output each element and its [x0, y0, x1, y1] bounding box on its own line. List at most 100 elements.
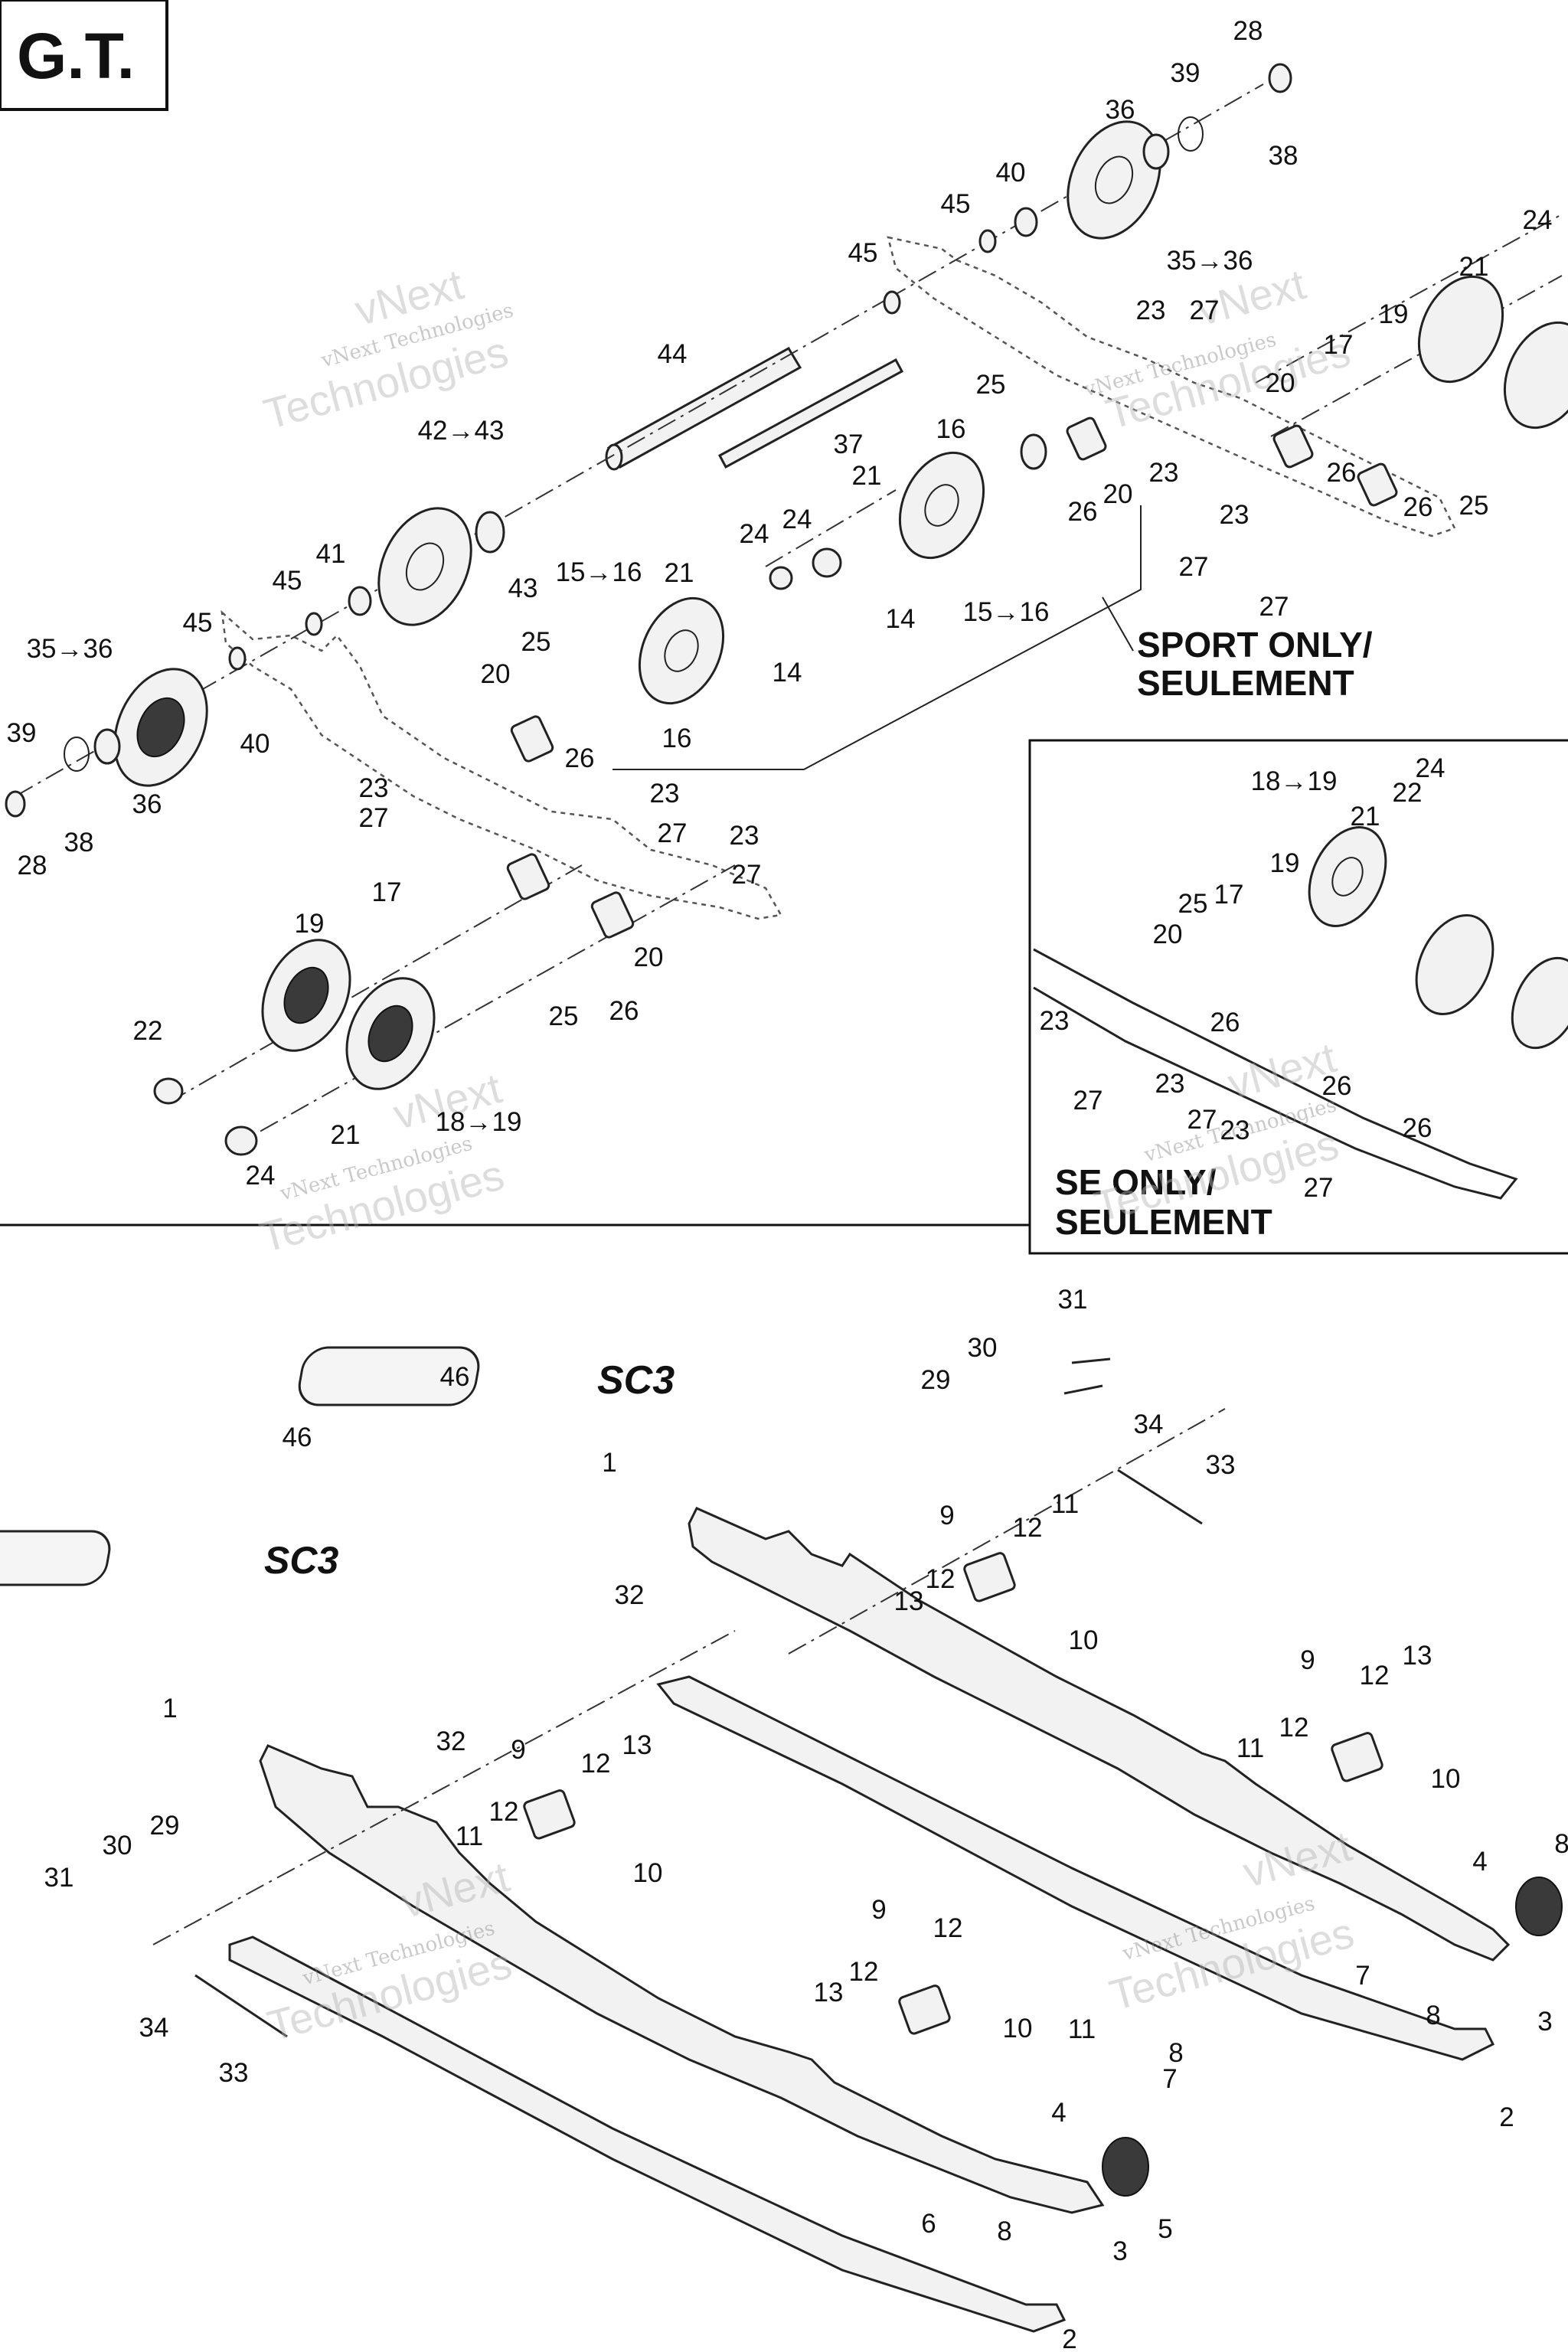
callout-label: 13 [814, 1978, 844, 2007]
callout-label: 21 [665, 558, 694, 588]
callout-label: 24 [740, 519, 769, 549]
callout-label: 7 [1355, 1961, 1370, 1991]
rear-suspension-frame [220, 236, 1456, 920]
callout-label: 27 [1187, 1105, 1217, 1135]
callout-label: 17 [1214, 880, 1244, 910]
slide-rail-left [228, 1936, 1067, 2333]
callout-label: 34 [139, 2013, 169, 2043]
callout-label: 11 [1236, 1733, 1264, 1763]
callout-label: 24 [1523, 205, 1553, 235]
callout-label: 36 [132, 789, 162, 819]
callout-label: 45 [848, 238, 878, 268]
callout-label: 5 [1158, 2214, 1172, 2244]
callout-label: 4 [1051, 2098, 1066, 2128]
sport-only-note-1: SPORT ONLY/ [1137, 625, 1373, 665]
callout-label: 13 [894, 1586, 924, 1616]
callout-label: 40 [240, 729, 270, 759]
se-only-note-1: SE ONLY/ [1055, 1162, 1217, 1202]
se-inset-wheels [1033, 826, 1568, 1200]
callout-label: 33 [219, 2058, 249, 2088]
callout-label: 15→16 [963, 597, 1050, 627]
callout-label: 26 [1322, 1071, 1352, 1101]
callout-label: 45 [273, 566, 302, 596]
callout-label: 28 [18, 851, 47, 880]
idler-wheel-35-left [5, 668, 208, 818]
callout-label: 18→19 [1251, 766, 1338, 796]
callout-label: 10 [633, 1858, 663, 1888]
callout-label: 1 [162, 1694, 177, 1723]
callout-label: 20 [634, 942, 664, 972]
callout-label: 29 [921, 1365, 951, 1395]
callout-label: 26 [609, 996, 639, 1026]
callout-label: 13 [622, 1730, 652, 1760]
callout-label: 12 [849, 1957, 879, 1987]
callout-label: 23 [1040, 1006, 1070, 1036]
callout-label: 26 [565, 743, 595, 773]
callout-label: 11 [456, 1821, 483, 1851]
callout-label: 1 [602, 1448, 616, 1478]
callout-label: 14 [886, 604, 916, 634]
callout-label: 20 [481, 659, 511, 689]
callout-label: 27 [1179, 552, 1209, 582]
callout-label: 31 [44, 1863, 74, 1893]
callout-label: 29 [150, 1811, 180, 1841]
callout-label: 22 [133, 1016, 163, 1046]
callout-label: 16 [936, 414, 966, 444]
callout-label: 25 [521, 627, 551, 657]
callout-label: 26 [1327, 458, 1357, 488]
callout-label: 15→16 [556, 557, 642, 587]
page-title: G.T. [17, 20, 135, 92]
sport-only-note-2: SEULEMENT [1137, 663, 1354, 703]
callout-label: 8 [1554, 1829, 1568, 1859]
sc3-decal-text-left: SC3 [264, 1539, 338, 1582]
callout-label: 26 [1068, 497, 1098, 527]
callout-label: 28 [1233, 16, 1263, 46]
callout-label: 10 [1069, 1625, 1099, 1655]
callout-label: 8 [997, 2216, 1011, 2246]
axle-44 [605, 346, 802, 471]
title-box [0, 0, 168, 111]
callout-label: 19 [1270, 848, 1300, 878]
callout-label: 7 [1162, 2064, 1177, 2094]
callout-label: 43 [508, 573, 538, 603]
callout-label: 41 [316, 539, 346, 569]
callout-label: 36 [1106, 95, 1135, 125]
callout-label: 27 [658, 818, 688, 848]
idler-wheel-15-left [638, 596, 725, 705]
idler-wheel-15-right [898, 433, 1047, 560]
callout-label: 30 [968, 1333, 998, 1363]
callout-label: 24 [246, 1161, 276, 1191]
callout-label: 20 [1266, 368, 1295, 398]
callout-label: 26 [1403, 1113, 1432, 1143]
callout-label: 24 [782, 505, 812, 534]
callout-label: 26 [1210, 1008, 1240, 1037]
sc3-decal-top: SC3 [298, 1346, 675, 1406]
callout-label: 20 [1153, 920, 1183, 949]
callout-label: 11 [1068, 2014, 1096, 2044]
callout-label: 44 [658, 339, 688, 369]
callout-label: 23 [1136, 296, 1166, 325]
callout-label: 21 [1351, 802, 1380, 831]
callout-label: 12 [1013, 1513, 1043, 1543]
callout-label: 23 [730, 821, 760, 851]
callout-label: 12 [581, 1749, 611, 1779]
callout-label: 19 [1379, 299, 1409, 329]
callout-label: 3 [1537, 2007, 1552, 2037]
rail-left [259, 1744, 1105, 2214]
callout-label: 23 [359, 773, 389, 803]
callout-label: 27 [732, 860, 762, 890]
callout-label: 12 [489, 1797, 519, 1827]
callout-label: 12 [933, 1913, 963, 1943]
callout-label: 37 [834, 430, 864, 459]
callout-label: 39 [1171, 58, 1200, 88]
callout-label: 23 [1220, 500, 1250, 530]
callout-label: 23 [650, 779, 680, 808]
callout-label: 18→19 [436, 1107, 522, 1137]
callout-label: 21 [852, 461, 882, 491]
sc3-decal-text-top: SC3 [597, 1358, 675, 1403]
callout-label: 19 [295, 909, 325, 939]
callout-label: 24 [1416, 753, 1446, 783]
callout-label: 46 [440, 1362, 470, 1392]
